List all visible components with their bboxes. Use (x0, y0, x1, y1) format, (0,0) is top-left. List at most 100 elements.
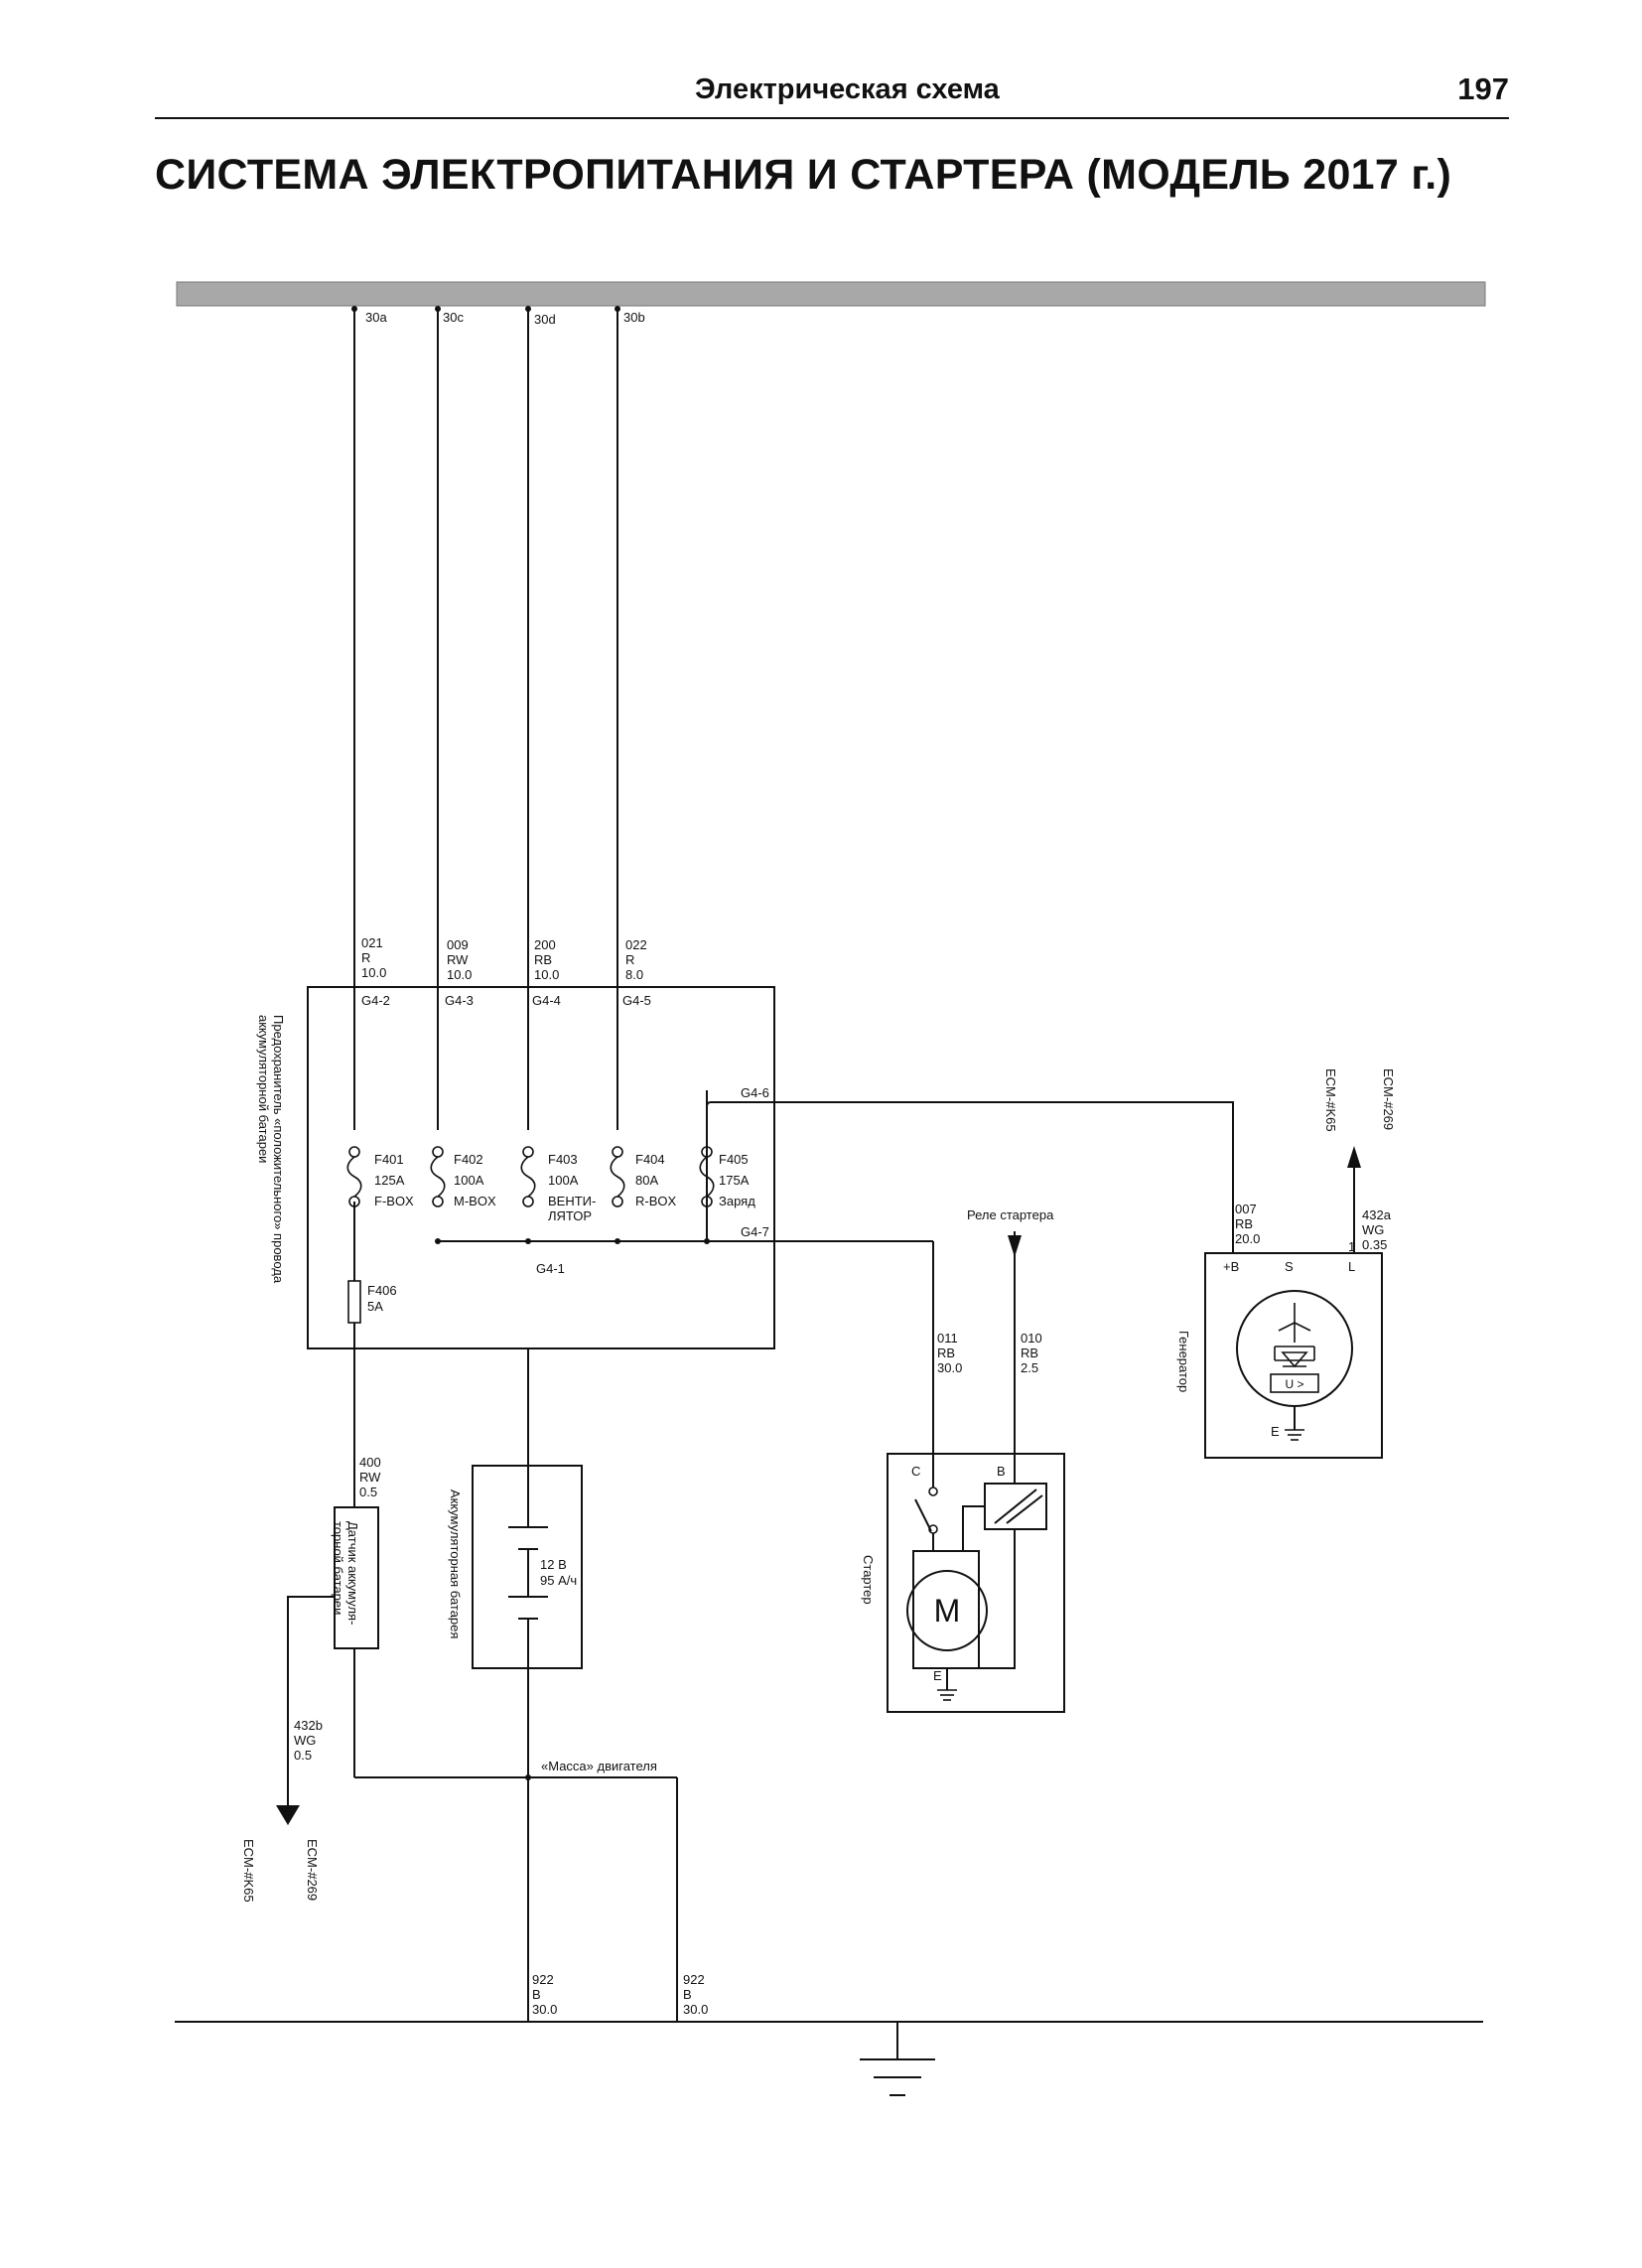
svg-text:WG: WG (294, 1733, 316, 1748)
fuse-f406 (347, 1280, 361, 1324)
page-number: 197 (1457, 71, 1509, 106)
fuse-f406-id: F406 (367, 1283, 397, 1298)
chassis-ground (175, 2021, 1483, 2096)
starter-term-c: C (911, 1464, 920, 1479)
svg-text:ECM-#269: ECM-#269 (1381, 1068, 1396, 1130)
page-title: СИСТЕМА ЭЛЕКТРОПИТАНИЯ И СТАРТЕРА (МОДЕЛ… (155, 151, 1452, 199)
svg-text:RW: RW (359, 1470, 381, 1485)
svg-text:8.0: 8.0 (625, 967, 643, 982)
header-rule (155, 117, 1509, 119)
ecm-top-right: ECM-#269 (1381, 1068, 1396, 1130)
svg-text:30.0: 30.0 (532, 2002, 557, 2017)
wire-432a-label: 432a WG 0.35 (1362, 1207, 1392, 1252)
svg-text:200: 200 (534, 937, 556, 952)
battery-capacity: 95 А/ч (540, 1573, 577, 1588)
svg-text:ECM-#K65: ECM-#K65 (241, 1839, 256, 1903)
svg-text:торной батареи: торной батареи (331, 1521, 345, 1615)
starter-label: Стартер (861, 1555, 876, 1605)
svg-text:ЛЯТОР: ЛЯТОР (548, 1208, 592, 1223)
svg-text:аккумуляторной батареи: аккумуляторной батареи (256, 1015, 271, 1163)
wire-007-label: 007 RB 20.0 (1235, 1202, 1260, 1246)
svg-text:F401: F401 (374, 1152, 404, 1167)
svg-text:022: 022 (625, 937, 647, 952)
svg-text:010: 010 (1021, 1331, 1042, 1346)
svg-text:007: 007 (1235, 1202, 1257, 1216)
svg-text:021: 021 (361, 935, 383, 950)
svg-text:RB: RB (937, 1346, 955, 1360)
battery: 12 В 95 А/ч (472, 1348, 583, 2022)
wire-432b-label: 432b WG 0.5 (294, 1718, 323, 1763)
svg-text:G4-7: G4-7 (741, 1224, 769, 1239)
positive-bus-bar (176, 281, 1486, 307)
svg-text:30.0: 30.0 (937, 1360, 962, 1375)
generator-regulator-label: U > (1285, 1377, 1303, 1391)
svg-text:G4-5: G4-5 (622, 993, 651, 1008)
fuse-box (307, 986, 775, 1349)
svg-text:10.0: 10.0 (534, 967, 559, 982)
svg-text:F405: F405 (719, 1152, 749, 1167)
svg-text:100A: 100A (548, 1173, 579, 1188)
svg-text:011: 011 (937, 1331, 958, 1346)
svg-text:B: B (683, 1987, 692, 2002)
fuse-box-internal-wiring (353, 1090, 1234, 1281)
generator-ground-label: E (1271, 1424, 1280, 1439)
svg-text:B: B (532, 1987, 541, 2002)
svg-text:Датчик аккумуля-: Датчик аккумуля- (345, 1521, 360, 1625)
wire-922-right-label: 922 B 30.0 (683, 1972, 708, 2017)
svg-text:0.5: 0.5 (359, 1485, 377, 1499)
bus-tap-label: 30a (365, 310, 387, 325)
fuse-box-label: Предохранитель «положительного» провода … (256, 1015, 286, 1284)
starter-motor-label: M (934, 1593, 961, 1629)
battery-voltage: 12 В (540, 1557, 567, 1572)
bus-tap-label: 30d (534, 312, 556, 327)
svg-text:009: 009 (447, 937, 469, 952)
svg-text:G4-2: G4-2 (361, 993, 390, 1008)
svg-text:922: 922 (532, 1972, 554, 1987)
fuse-f406-rating: 5A (367, 1299, 383, 1314)
generator-label: Генератор (1176, 1331, 1191, 1392)
svg-text:30.0: 30.0 (683, 2002, 708, 2017)
upper-wire-labels: 021 R 10.0 009 RW 10.0 200 RB 10.0 022 R… (361, 935, 647, 982)
svg-text:G4-4: G4-4 (532, 993, 561, 1008)
svg-text:G4-3: G4-3 (445, 993, 474, 1008)
svg-text:20.0: 20.0 (1235, 1231, 1260, 1246)
ecm-arrow-up-icon (1347, 1146, 1361, 1168)
svg-text:0.5: 0.5 (294, 1748, 312, 1763)
bus-taps: 30a 30c 30d 30b (351, 306, 645, 327)
ecm-arrow-head-down (281, 1805, 295, 1825)
fuse-labels: F401 125A F-BOX F402 100A M-BOX F403 100… (374, 1152, 755, 1223)
starter: C B M E (887, 1453, 1065, 1713)
sensor-wiring (287, 1323, 678, 2022)
svg-text:80A: 80A (635, 1173, 658, 1188)
generator-term-s: S (1285, 1259, 1294, 1274)
generator-term-l: L (1348, 1259, 1355, 1274)
ecm-bottom-left: ECM-#K65 (241, 1839, 256, 1903)
wire-011-label: 011 RB 30.0 (937, 1331, 962, 1375)
svg-text:M-BOX: M-BOX (454, 1194, 496, 1208)
svg-text:10.0: 10.0 (361, 965, 386, 980)
svg-text:F402: F402 (454, 1152, 483, 1167)
generator-term-b: +B (1223, 1259, 1239, 1274)
svg-text:WG: WG (1362, 1222, 1384, 1237)
svg-text:RW: RW (447, 952, 469, 967)
svg-text:ECM-#K65: ECM-#K65 (1323, 1068, 1338, 1132)
svg-text:Генератор: Генератор (1176, 1331, 1191, 1392)
wire-922-left-label: 922 B 30.0 (532, 1972, 557, 2017)
svg-text:125A: 125A (374, 1173, 405, 1188)
svg-text:F-BOX: F-BOX (374, 1194, 414, 1208)
junction-dots (435, 1238, 710, 1780)
svg-text:2.5: 2.5 (1021, 1360, 1038, 1375)
svg-text:ECM-#269: ECM-#269 (305, 1839, 320, 1901)
starter-relay-arrow-icon (1008, 1235, 1022, 1257)
engine-ground-label: «Масса» двигателя (541, 1759, 657, 1773)
svg-text:10.0: 10.0 (447, 967, 472, 982)
svg-text:Заряд: Заряд (719, 1194, 755, 1208)
wire-400-label: 400 RW 0.5 (359, 1455, 381, 1499)
running-header-title: Электрическая схема (695, 73, 1000, 105)
svg-text:400: 400 (359, 1455, 381, 1470)
svg-text:100A: 100A (454, 1173, 484, 1188)
svg-text:R-BOX: R-BOX (635, 1194, 677, 1208)
wire-010-label: 010 RB 2.5 (1021, 1331, 1042, 1375)
svg-text:0.35: 0.35 (1362, 1237, 1387, 1252)
